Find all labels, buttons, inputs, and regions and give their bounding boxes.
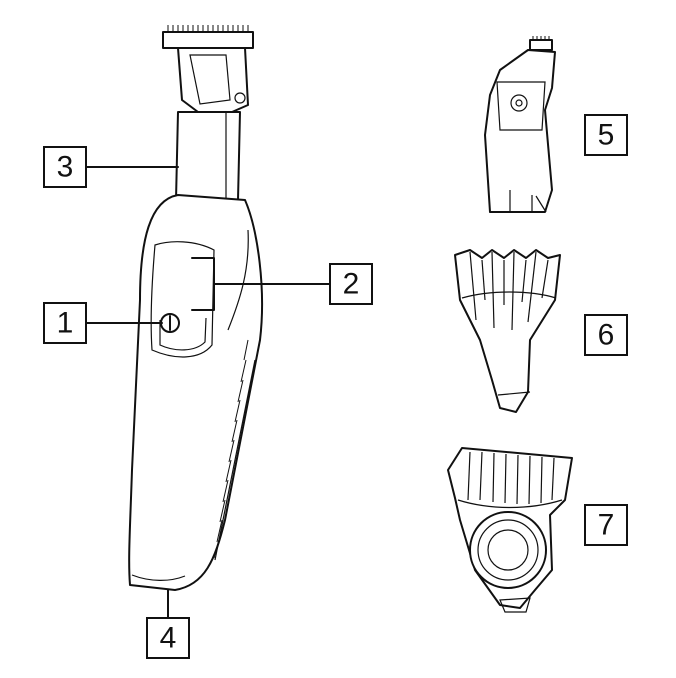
callout-6: 6 <box>584 314 628 356</box>
adjustable-comb-icon <box>447 447 573 613</box>
power-button-icon <box>160 313 180 333</box>
trimmer-body-icon <box>128 25 264 591</box>
callout-3-label: 3 <box>57 151 74 184</box>
callout-4-label: 4 <box>160 622 177 655</box>
callout-7: 7 <box>584 504 628 546</box>
callout-7-label: 7 <box>598 509 615 542</box>
guide-comb-icon <box>454 249 561 413</box>
leader-lines <box>85 166 331 619</box>
callout-4: 4 <box>146 617 190 659</box>
precision-trimmer-attachment-icon <box>484 36 556 213</box>
callout-5-label: 5 <box>598 119 615 152</box>
callout-2-label: 2 <box>343 268 360 301</box>
callout-2: 2 <box>329 263 373 305</box>
callout-5: 5 <box>584 114 628 156</box>
callout-6-label: 6 <box>598 319 615 352</box>
callout-1: 1 <box>43 302 87 344</box>
callout-1-label: 1 <box>57 307 74 340</box>
callout-3: 3 <box>43 146 87 188</box>
